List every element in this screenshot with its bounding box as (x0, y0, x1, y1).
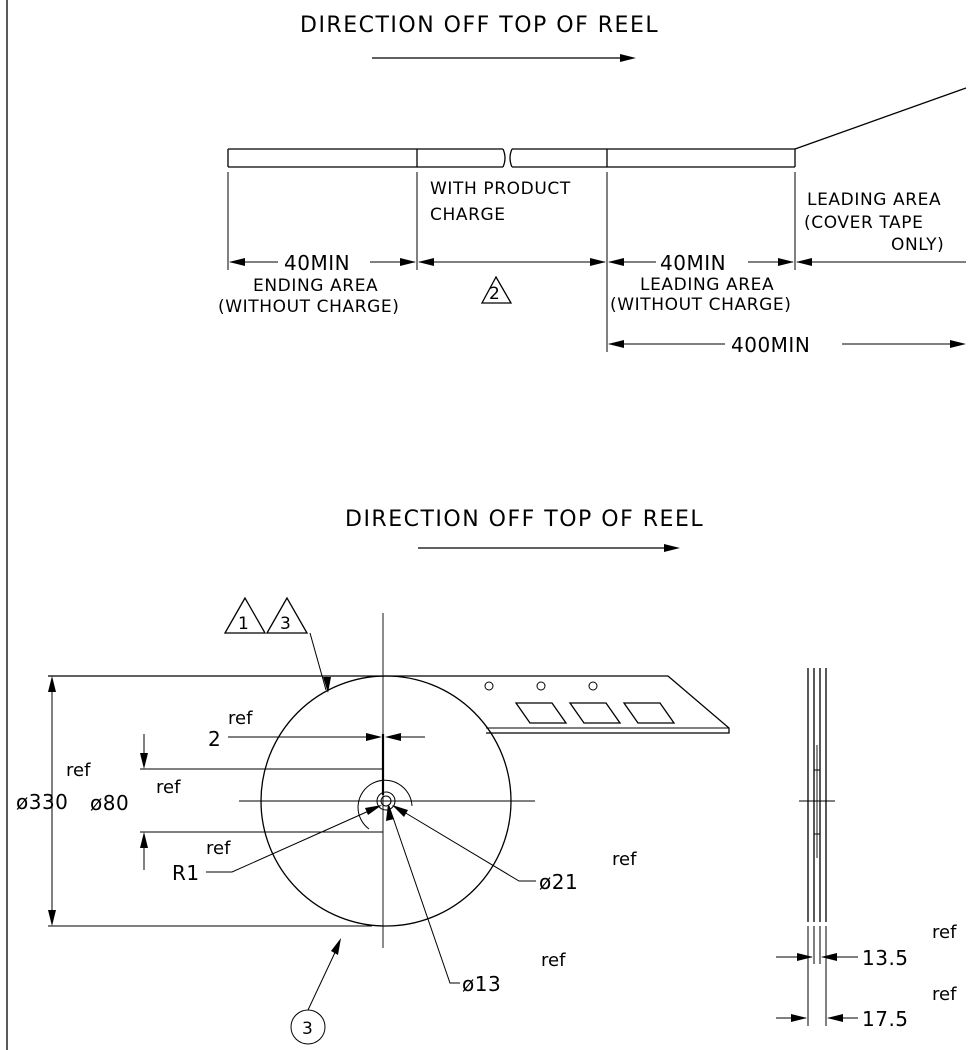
hub-diameter-dimension: ø80 (90, 791, 129, 815)
note-triangle-2 (480, 275, 513, 304)
ending-area-note: (WITHOUT CHARGE) (218, 297, 399, 317)
cover-tape-line (794, 87, 967, 150)
outer-diameter-dimension: ø330 (16, 790, 68, 814)
circle-note-number: 3 (302, 1019, 313, 1039)
ref-superscript-hub: ref (156, 777, 181, 798)
product-label: WITH PRODUCT (430, 179, 571, 199)
hub-outline (357, 779, 413, 830)
ref-superscript-radius: ref (206, 838, 231, 859)
ending-area-label: ENDING AREA (253, 276, 378, 296)
leader-dimension: 400MIN (731, 333, 810, 357)
ref-superscript-arbor: ref (612, 849, 637, 870)
center-hole-dimension: ø13 (462, 972, 501, 996)
outer-width-dimension: 17.5 (862, 1007, 909, 1031)
note-triangle-1 (223, 596, 267, 634)
inner-width-dimension: 13.5 (862, 946, 909, 970)
ref-superscript-outer: ref (932, 984, 957, 1005)
tape-diagram: DIRECTION OFF TOP OF REEL 40MIN ENDING A… (218, 13, 967, 357)
leader-area-label: LEADING AREA (807, 190, 941, 210)
slot-width-dimension: 2 (208, 727, 221, 751)
reel-diagram: DIRECTION OFF TOP OF REEL 1 3 (16, 507, 730, 1045)
note-number-2: 2 (489, 284, 500, 304)
arbor-diameter-dimension: ø21 (539, 870, 578, 894)
leading-area-note: (WITHOUT CHARGE) (610, 295, 791, 315)
reel-direction-title: DIRECTION OFF TOP OF REEL (345, 507, 704, 532)
leading-area-label: LEADING AREA (640, 275, 774, 295)
leader-area-note: (COVER TAPE (804, 213, 923, 233)
ref-superscript: ref (66, 760, 91, 781)
radius-dimension: R1 (172, 861, 200, 885)
carrier-tape-strip (227, 87, 967, 168)
tape-direction-title: DIRECTION OFF TOP OF REEL (300, 13, 659, 38)
leader-area-note-2: ONLY) (891, 235, 944, 255)
leading-dimension: 40MIN (660, 251, 726, 275)
ref-superscript-center: ref (541, 950, 566, 971)
note-number-3: 3 (280, 614, 291, 634)
ref-superscript-slot: ref (228, 708, 253, 729)
note-triangle-3 (265, 596, 309, 634)
ending-dimension: 40MIN (284, 251, 350, 275)
reel-side-view: 13.5 ref 17.5 ref (776, 668, 957, 1031)
product-label-2: CHARGE (430, 205, 506, 225)
note-number-1: 1 (238, 614, 249, 634)
reel-carrier-tape (48, 675, 730, 734)
ref-superscript-inner: ref (932, 922, 957, 943)
